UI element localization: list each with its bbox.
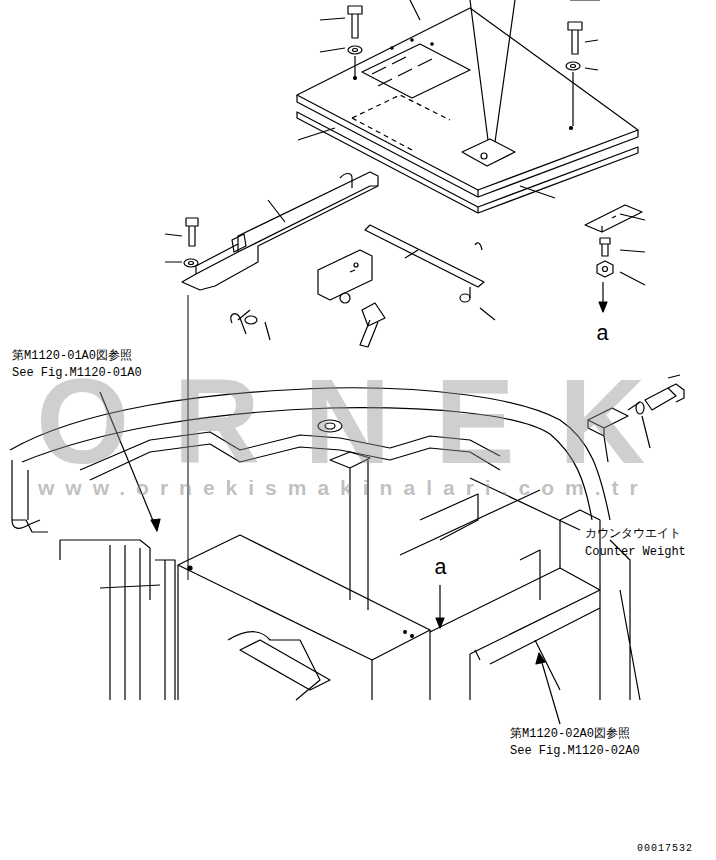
drawing-number: 00017532 <box>637 843 693 855</box>
figure-reference: See Fig.M1120-02A0 <box>510 745 640 759</box>
figure-reference: 第M1120-02A0図参照 <box>510 728 630 742</box>
part-name: Counter Weight <box>585 546 686 560</box>
view-marker: a <box>596 322 609 347</box>
watermark: ORNEK <box>36 352 689 490</box>
part-name: カウンタウエイト <box>585 528 681 542</box>
watermark-url: www.ornekismakinalari.com.tr <box>38 476 649 500</box>
view-marker: a <box>434 556 447 581</box>
